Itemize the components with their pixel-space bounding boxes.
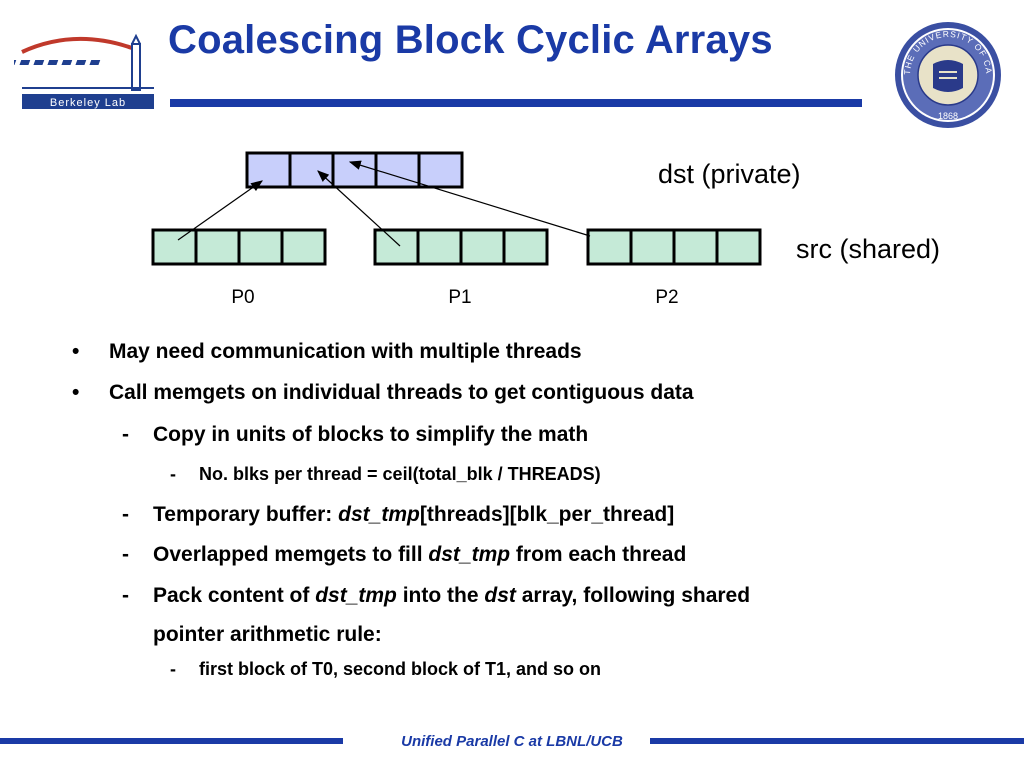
process-label-p1: P1 (448, 287, 471, 308)
bullet-marker: - (122, 423, 129, 446)
seal-year: 1868 (938, 111, 958, 121)
process-label-p0: P0 (231, 287, 254, 308)
bullet-marker: • (72, 340, 80, 363)
bullet-text: Temporary buffer: dst_tmp[threads][blk_p… (153, 503, 675, 526)
src-label: src (shared) (796, 234, 940, 264)
title-underline (170, 99, 862, 107)
src-p0-cell-1 (194, 228, 241, 266)
src-p1-cell-2 (459, 228, 506, 266)
bullet-marker: • (72, 381, 80, 404)
bullet-text: Pack content of dst_tmp into the dst arr… (153, 584, 751, 607)
slide-title: Coalescing Block Cyclic Arrays (168, 18, 773, 62)
dst-cell-2 (331, 151, 378, 189)
src-p1-cell-1 (416, 228, 463, 266)
src-p2-cell-1 (629, 228, 676, 266)
arrow-2 (348, 160, 591, 237)
bullet-marker: - (170, 659, 176, 679)
footer-text: Unified Parallel C at LBNL/UCB (393, 733, 631, 750)
footer: Unified Parallel C at LBNL/UCB (0, 733, 1024, 750)
uc-berkeley-seal: THE UNIVERSITY OF CALIFORNIA BERKELEY 18… (889, 12, 1003, 130)
src-p1-cell-3 (502, 228, 549, 266)
dst-cell-4 (417, 151, 464, 189)
bullet-marker: - (122, 584, 129, 607)
bullet-text: May need communication with multiple thr… (109, 340, 582, 363)
bullet-text: Copy in units of blocks to simplify the … (153, 423, 589, 446)
bullet-text: Call memgets on individual threads to ge… (109, 381, 694, 404)
src-p2-cell-2 (672, 228, 719, 266)
bullet-marker: - (122, 503, 129, 526)
src-p2-cell-3 (715, 228, 762, 266)
dst-cell-0 (245, 151, 292, 189)
array-diagram: dst (private) src (shared) P0 P1 P2 (151, 151, 940, 308)
dst-cell-1 (288, 151, 335, 189)
bullet-text: No. blks per thread = ceil(total_blk / T… (199, 464, 601, 484)
bullet-text: Overlapped memgets to fill dst_tmp from … (153, 543, 687, 566)
process-label-p2: P2 (655, 287, 678, 308)
arrows (177, 160, 591, 247)
berkeley-lab-logo-text: Berkeley Lab (50, 97, 126, 109)
src-p0-cell-0 (151, 228, 198, 266)
arrow-0 (177, 180, 263, 241)
src-p1-cell-0 (373, 228, 420, 266)
src-p0-cell-2 (237, 228, 284, 266)
src-arrays (151, 228, 762, 266)
berkeley-lab-logo: Berkeley Lab (5, 14, 164, 114)
arrow-1 (317, 170, 401, 247)
bullet-text: first block of T0, second block of T1, a… (199, 659, 602, 679)
bullet-marker: - (122, 543, 129, 566)
dst-array (245, 151, 464, 189)
dst-label: dst (private) (658, 159, 801, 189)
bullet-text: pointer arithmetic rule: (153, 623, 382, 646)
src-p2-cell-0 (586, 228, 633, 266)
bullet-marker: - (170, 464, 176, 484)
src-p0-cell-3 (280, 228, 327, 266)
